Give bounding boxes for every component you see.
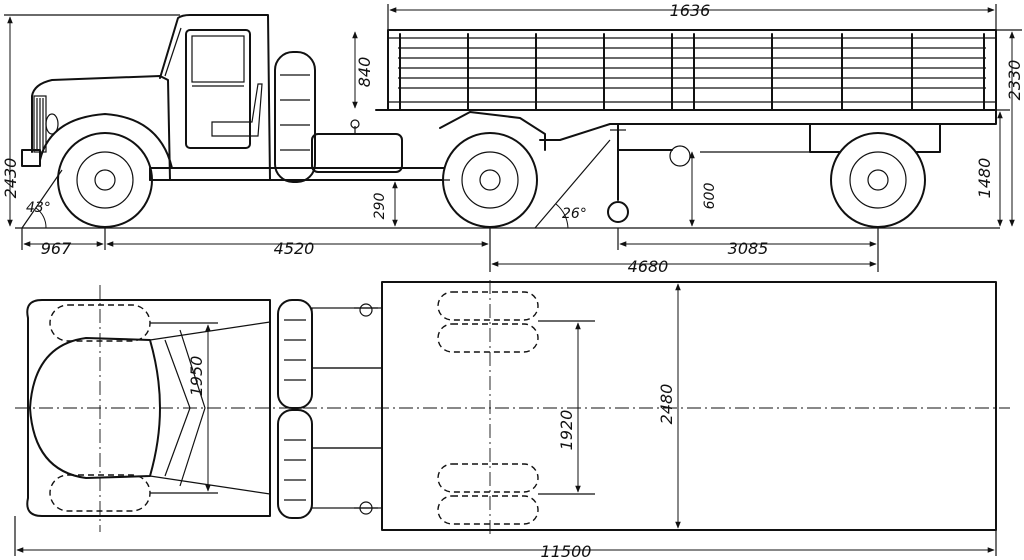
side-view: 1636 840 2330 2430 43° 290 26°	[1, 1, 1024, 276]
tractor-rear-tire-top-left	[277, 299, 313, 409]
trailer-wheel-top-4	[437, 495, 539, 525]
dim-rear-track: 1920	[557, 410, 576, 451]
tractor-hood	[31, 75, 171, 181]
dim-trailer-axle-distance: 3085	[728, 239, 769, 258]
spare-wheel	[274, 51, 316, 183]
trailer-wheel-top-1	[437, 291, 539, 321]
front-bumper	[21, 149, 41, 167]
dim-front-overhang: 967	[41, 239, 72, 258]
top-view: 1950 1920 2480 11500	[14, 280, 1010, 560]
fuel-tank	[311, 133, 403, 173]
cab-door	[185, 29, 251, 149]
side-dimensions: 1636 840 2330 2430 43° 290 26°	[1, 1, 1024, 276]
dim-platform-height: 1480	[975, 158, 994, 199]
side-stakes	[399, 33, 985, 111]
dim-body-side-height: 840	[355, 57, 374, 88]
dim-support-height: 600	[702, 183, 718, 210]
trailer-platform-top	[381, 281, 997, 531]
dim-ground-clearance: 290	[372, 193, 388, 220]
dim-kingpin-to-axle: 4680	[628, 257, 669, 276]
trailer-wheel-top-3	[437, 463, 539, 493]
front-wheel	[57, 132, 153, 228]
tractor-top-outline	[26, 299, 271, 517]
dim-cab-track: 1950	[187, 356, 206, 397]
tractor-rear-wheel	[442, 132, 538, 228]
trailer-frame	[375, 109, 997, 141]
semi-trailer	[375, 29, 997, 228]
dim-ramp-angle: 26°	[562, 206, 587, 222]
tractor-top	[26, 299, 383, 519]
landing-gear	[607, 123, 691, 223]
dim-tractor-wheelbase: 4520	[274, 239, 315, 258]
tractor-rear-tire-top-right	[277, 409, 313, 519]
tractor	[21, 14, 546, 228]
dim-overall-length-top: 1636	[670, 1, 711, 20]
dim-body-width: 2480	[657, 384, 676, 425]
front-fender	[39, 113, 173, 169]
trailer-wheel	[830, 132, 926, 228]
dim-overall-length: 11500	[541, 542, 592, 560]
hood-top-contour	[29, 337, 161, 479]
headlight	[45, 113, 59, 135]
dim-approach-angle: 43°	[26, 200, 51, 216]
tractor-frame	[149, 167, 451, 181]
cab-seat	[211, 83, 263, 137]
cargo-body	[387, 29, 997, 111]
tractor-cab	[159, 14, 271, 181]
top-dimensions: 1950 1920 2480 11500	[14, 283, 997, 560]
trailer-top	[381, 281, 997, 531]
dim-trailer-height: 2330	[1005, 60, 1024, 101]
trailer-wheel-top-2	[437, 323, 539, 353]
cab-window	[191, 35, 245, 83]
dim-tractor-height: 2430	[1, 158, 20, 199]
radiator-grille	[33, 95, 47, 153]
